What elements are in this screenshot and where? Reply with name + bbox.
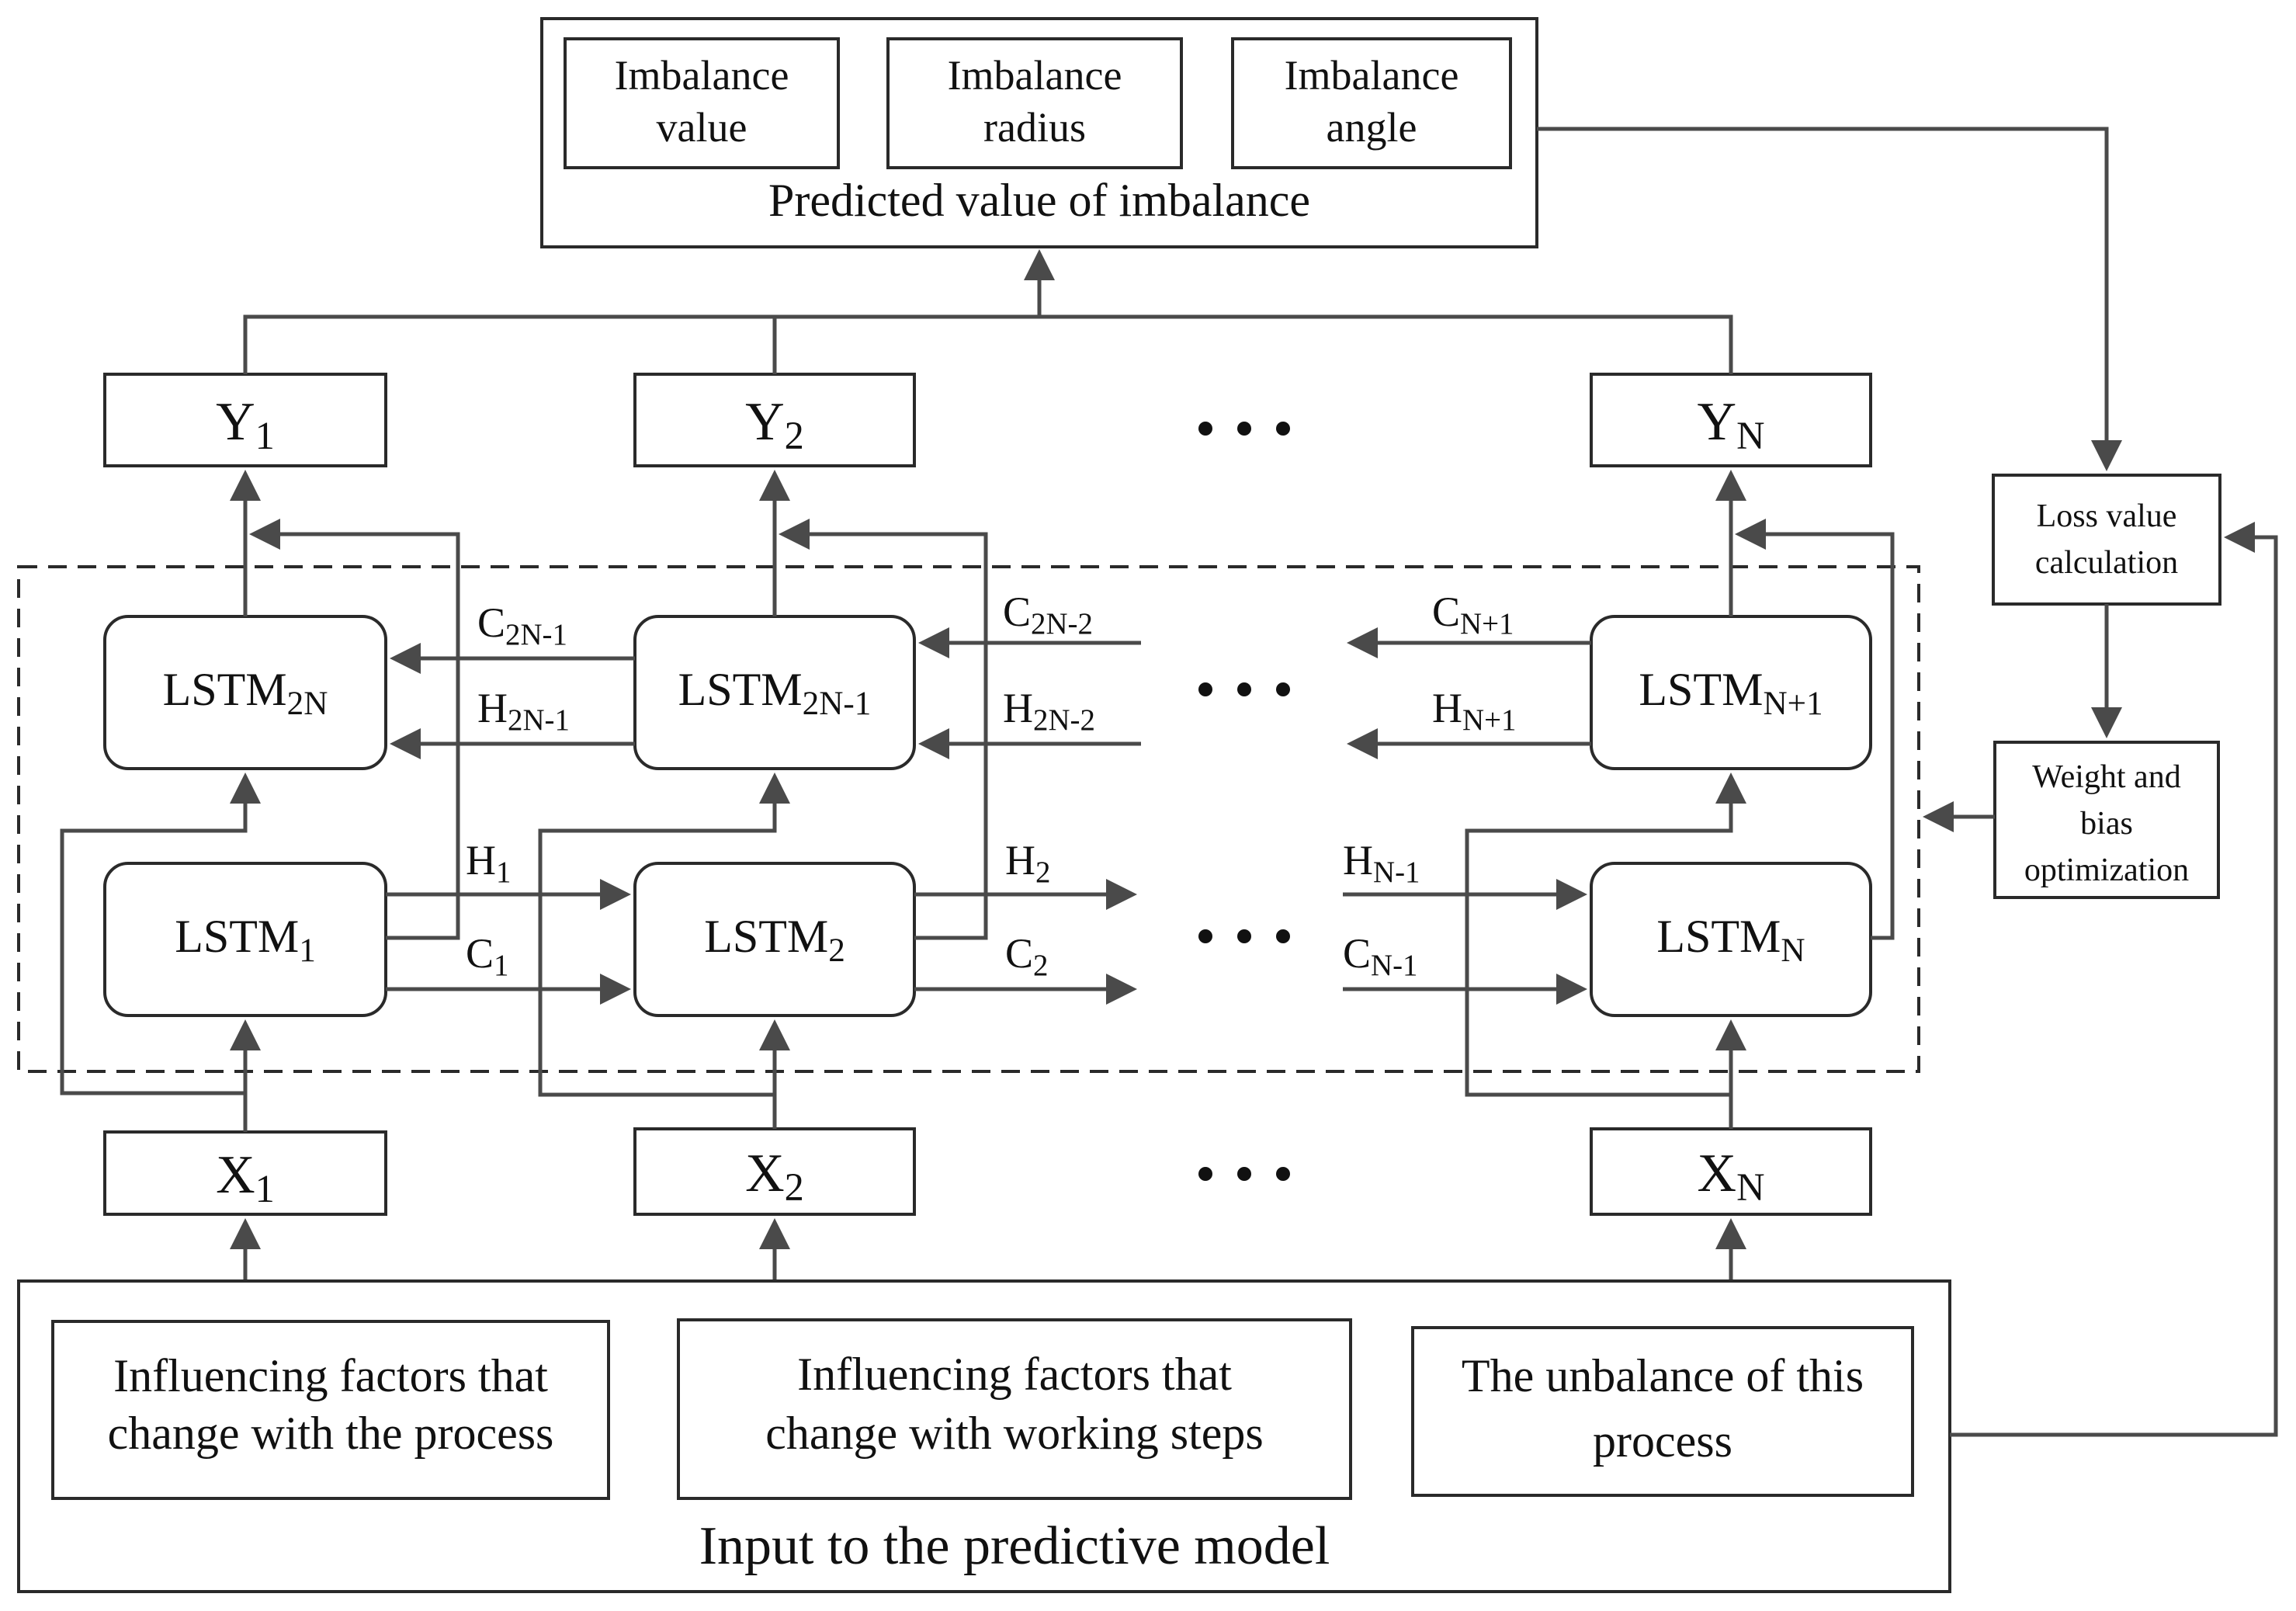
lstm-n-plus-1-box: LSTMN+1 (1590, 615, 1872, 770)
label-h-2: H2 (1005, 837, 1050, 889)
state-labels: C2N-1 H2N-1 C2N-2 H2N-2 CN+1 HN+1 H1 C1 … (466, 589, 1516, 982)
lstm-2n-box: LSTM2N (103, 615, 387, 770)
backward-state-arrows (390, 627, 1591, 759)
predicted-imbalance-box: Imbalance value Imbalance radius Imbalan… (540, 17, 1538, 248)
input-model-title: Input to the predictive model (699, 1516, 1330, 1576)
y1-box: Y1 (103, 373, 387, 467)
lstm-1-box: LSTM1 (103, 862, 387, 1017)
ellipsis-lstm-bottom (1198, 929, 1290, 943)
lstm-to-y-arrows (230, 470, 1746, 616)
optim-line3: optimization (2024, 852, 2189, 888)
input-factors-steps-line2: change with working steps (765, 1408, 1264, 1459)
lstm-2n-1-box: LSTM2N-1 (633, 615, 916, 770)
input-factors-process-line1: Influencing factors that (113, 1350, 548, 1401)
label-h-n-minus-1: HN-1 (1343, 837, 1420, 889)
input-unbalance-line2: process (1593, 1415, 1732, 1467)
input-factors-steps-box (677, 1318, 1352, 1500)
optim-line1: Weight and (2032, 759, 2180, 795)
lstm-2-label: LSTM2 (704, 911, 845, 969)
imbalance-value-box (564, 37, 840, 169)
loss-line1: Loss value (2037, 498, 2177, 534)
imbalance-angle-box (1231, 37, 1512, 169)
ellipsis-y (1198, 422, 1290, 436)
label-c-2n-2: C2N-2 (1003, 589, 1093, 641)
ellipsis-x (1198, 1167, 1290, 1181)
lstm-2n-label: LSTM2N (163, 664, 328, 722)
yn-box: YN (1590, 373, 1872, 467)
forward-state-arrows (386, 879, 1587, 1005)
x-to-lstm-arrows (60, 773, 1746, 1132)
ellipsis-lstm-top (1198, 682, 1290, 696)
label-h-n-plus-1: HN+1 (1432, 685, 1516, 737)
label-c-n-minus-1: CN-1 (1343, 930, 1418, 982)
lstm-2n-1-label: LSTM2N-1 (678, 664, 872, 722)
yn-label: YN (1698, 392, 1765, 457)
output-bus (243, 249, 1733, 374)
imbalance-angle-line1: Imbalance (1285, 52, 1459, 99)
imbalance-angle-line2: angle (1327, 104, 1417, 151)
lstm-n-plus-1-label: LSTMN+1 (1639, 664, 1823, 722)
x1-box: X1 (103, 1130, 387, 1216)
label-h-1: H1 (466, 837, 511, 889)
x1-label: X1 (216, 1145, 275, 1210)
input-unbalance-line1: The unbalance of this (1462, 1350, 1864, 1401)
x2-label: X2 (745, 1144, 804, 1209)
y2-label: Y2 (745, 392, 804, 457)
imbalance-radius-line2: radius (983, 104, 1086, 151)
input-factors-process-line2: change with the process (108, 1408, 554, 1459)
label-c-n-plus-1: CN+1 (1432, 589, 1514, 641)
lstm-network-region (17, 565, 1920, 1073)
x2-box: X2 (633, 1127, 916, 1216)
xn-label: XN (1698, 1144, 1765, 1209)
lstm-n-box: LSTMN (1590, 862, 1872, 1017)
optim-line2: bias (2080, 806, 2133, 842)
imbalance-value-line1: Imbalance (615, 52, 789, 99)
input-factors-process-box (51, 1320, 610, 1500)
input-unbalance-box (1411, 1326, 1914, 1497)
y1-label: Y1 (216, 392, 275, 457)
label-c-2n-1: C2N-1 (477, 599, 567, 651)
lstm-n-label: LSTMN (1656, 911, 1805, 969)
loss-box: Loss value calculation (1992, 474, 2221, 606)
y2-box: Y2 (633, 373, 916, 467)
loss-line2: calculation (2035, 545, 2178, 581)
bottom-lstm-to-output-links (249, 519, 1895, 940)
input-model-box: Influencing factors that change with the… (17, 1279, 1951, 1593)
input-to-x-arrows (230, 1218, 1746, 1281)
output-to-loss-link (1537, 127, 2122, 471)
imbalance-value-line2: value (657, 104, 747, 151)
optimization-box: Weight and bias optimization (1993, 741, 2220, 899)
lstm-1-label: LSTM1 (175, 911, 316, 969)
xn-box: XN (1590, 1127, 1872, 1216)
label-c-2: C2 (1005, 930, 1048, 982)
imbalance-radius-box (886, 37, 1183, 169)
input-to-loss-link (1950, 522, 2278, 1437)
predicted-imbalance-title: Predicted value of imbalance (768, 175, 1310, 226)
imbalance-radius-line1: Imbalance (948, 52, 1122, 99)
input-factors-steps-line1: Influencing factors that (797, 1349, 1232, 1400)
label-c-1: C1 (466, 930, 508, 982)
label-h-2n-2: H2N-2 (1003, 685, 1095, 737)
lstm-2-box: LSTM2 (633, 862, 916, 1017)
label-h-2n-1: H2N-1 (477, 685, 570, 737)
